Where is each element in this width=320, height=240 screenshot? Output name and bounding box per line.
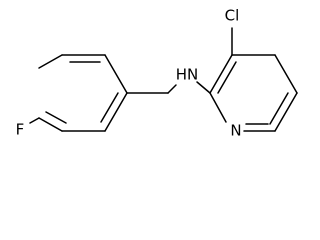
ring-bond xyxy=(104,92,128,132)
ring-bond xyxy=(104,54,128,94)
aromatic-inner-bond xyxy=(217,61,237,94)
aromatic-inner-bond xyxy=(45,111,67,124)
aromatic-inner-bond xyxy=(269,92,289,125)
ring-bond xyxy=(209,54,233,94)
ring-bond xyxy=(38,117,63,132)
ring-bond xyxy=(274,92,298,132)
chemical-structure-diagram: Cl HN F N xyxy=(16,7,298,140)
pyridine-nitrogen-label: N xyxy=(230,122,241,140)
amine-bond-right xyxy=(196,81,211,94)
structure-canvas: Cl HN F N xyxy=(15,6,298,140)
fluorine-label: F xyxy=(16,121,25,139)
ring-bond xyxy=(209,92,227,123)
ring-bond xyxy=(38,54,63,69)
chlorine-label: Cl xyxy=(225,7,240,25)
aromatic-inner-bond xyxy=(100,92,119,123)
ring-bond xyxy=(274,54,298,94)
amine-label: HN xyxy=(176,66,199,84)
pyridine-ring xyxy=(209,54,298,132)
amine-bond-left xyxy=(167,84,177,94)
fluorine-bond xyxy=(29,117,40,124)
benzene-ring xyxy=(38,54,128,132)
